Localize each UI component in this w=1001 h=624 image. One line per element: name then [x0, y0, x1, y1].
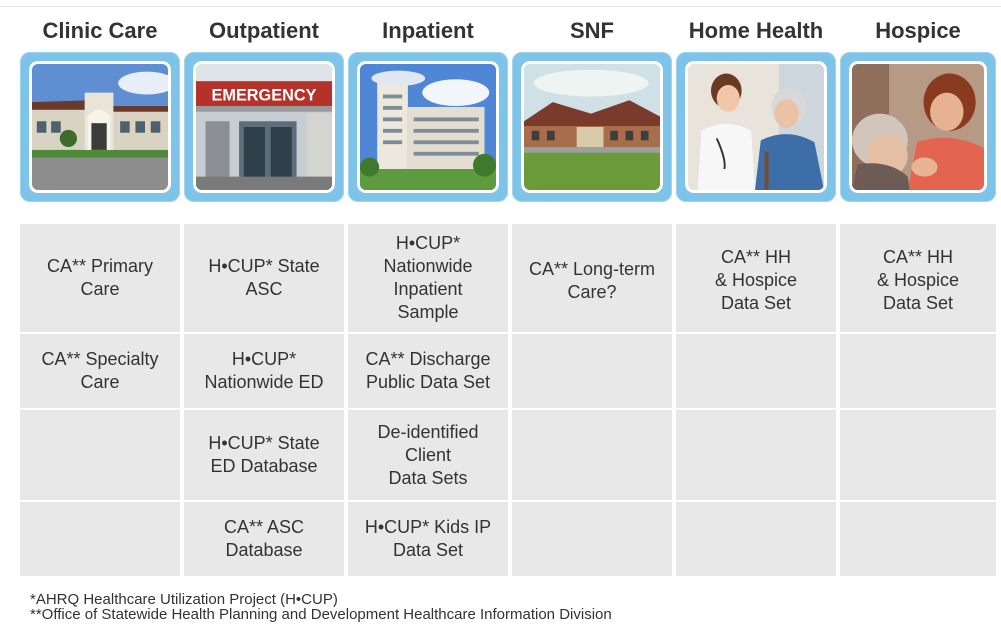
nurse-with-patient-photo	[685, 61, 827, 193]
column-title: Clinic Care	[42, 18, 158, 43]
photo-frame	[512, 52, 672, 202]
table-cell: CA** Primary Care	[20, 224, 180, 332]
nursing-facility-photo	[521, 61, 663, 193]
table-cell	[512, 334, 672, 408]
table-cell: H•CUP* State ASC	[184, 224, 344, 332]
column-title: Home Health	[688, 18, 824, 43]
column-title: Outpatient	[209, 18, 319, 43]
table-cell	[676, 334, 836, 408]
clinic-building-photo	[29, 61, 171, 193]
table-cell	[20, 502, 180, 576]
table-cell: CA** Long-term Care?	[512, 224, 672, 332]
table-cell: De-identified Client Data Sets	[348, 410, 508, 500]
table-cell	[512, 410, 672, 500]
table-cell: H•CUP* Nationwide Inpatient Sample	[348, 224, 508, 332]
table-cell	[840, 334, 996, 408]
column-title: Inpatient	[382, 18, 474, 43]
table-cell: H•CUP* State ED Database	[184, 410, 344, 500]
table-cell	[20, 410, 180, 500]
table-cell: CA** HH & Hospice Data Set	[840, 224, 996, 332]
table-cell	[676, 410, 836, 500]
caregiver-with-elder-photo	[849, 61, 987, 193]
photo-frame	[840, 52, 996, 202]
table-cell: CA** HH & Hospice Data Set	[676, 224, 836, 332]
photo-frame: EMERGENCY	[184, 52, 344, 202]
table-cell: CA** ASC Database	[184, 502, 344, 576]
table-cell: H•CUP* Kids IP Data Set	[348, 502, 508, 576]
photo-frame	[348, 52, 508, 202]
table-cell: H•CUP* Nationwide ED	[184, 334, 344, 408]
hospital-building-photo	[357, 61, 499, 193]
table-cell	[512, 502, 672, 576]
emergency-entrance-photo: EMERGENCY	[193, 61, 335, 193]
photo-frame	[676, 52, 836, 202]
footnote-oshpd: **Office of Statewide Health Planning an…	[30, 606, 612, 623]
table-cell	[840, 410, 996, 500]
top-divider	[0, 6, 1001, 7]
photo-frame	[20, 52, 180, 202]
table-cell	[676, 502, 836, 576]
column-title: SNF	[570, 18, 614, 43]
column-title: Hospice	[875, 18, 961, 43]
table-cell: CA** Discharge Public Data Set	[348, 334, 508, 408]
svg-text:EMERGENCY: EMERGENCY	[212, 86, 317, 104]
table-cell: CA** Specialty Care	[20, 334, 180, 408]
footnote-hcup: *AHRQ Healthcare Utilization Project (H•…	[30, 591, 338, 608]
table-cell	[840, 502, 996, 576]
